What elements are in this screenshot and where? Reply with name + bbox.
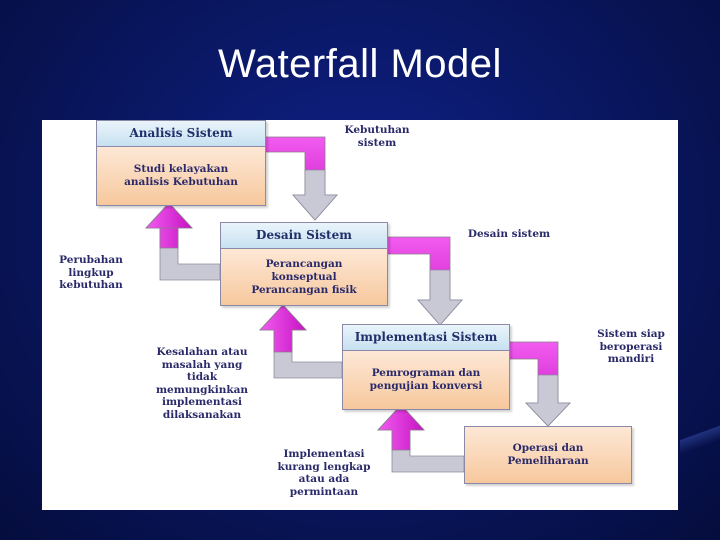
stage-body: Operasi dan Pemeliharaan xyxy=(465,427,631,483)
stage-title: Implementasi Sistem xyxy=(343,325,509,351)
stage-body: Pemrograman dan pengujian konversi xyxy=(343,351,509,409)
stage-title: Analisis Sistem xyxy=(97,121,265,147)
stage-body: Perancangan konseptual Perancangan fisik xyxy=(221,249,387,305)
feedback-arrow-2 xyxy=(259,304,343,379)
feedback-arrow-1 xyxy=(145,202,221,281)
waterfall-diagram: Analisis Sistem Studi kelayakan analisis… xyxy=(42,120,678,510)
stage-operasi-pemeliharaan: Operasi dan Pemeliharaan xyxy=(464,426,632,484)
forward-label-2: Desain sistem xyxy=(467,228,551,240)
slide-title: Waterfall Model xyxy=(218,42,502,86)
stage-title: Desain Sistem xyxy=(221,223,387,249)
feedback-arrow-3 xyxy=(377,404,465,473)
background-decoration xyxy=(680,410,720,470)
stage-implementasi-sistem: Implementasi Sistem Pemrograman dan peng… xyxy=(342,324,510,410)
diagram-arrows xyxy=(145,136,571,473)
stage-analisis-sistem: Analisis Sistem Studi kelayakan analisis… xyxy=(96,120,266,206)
stage-desain-sistem: Desain Sistem Perancangan konseptual Per… xyxy=(220,222,388,306)
stage-body: Studi kelayakan analisis Kebutuhan xyxy=(97,147,265,205)
